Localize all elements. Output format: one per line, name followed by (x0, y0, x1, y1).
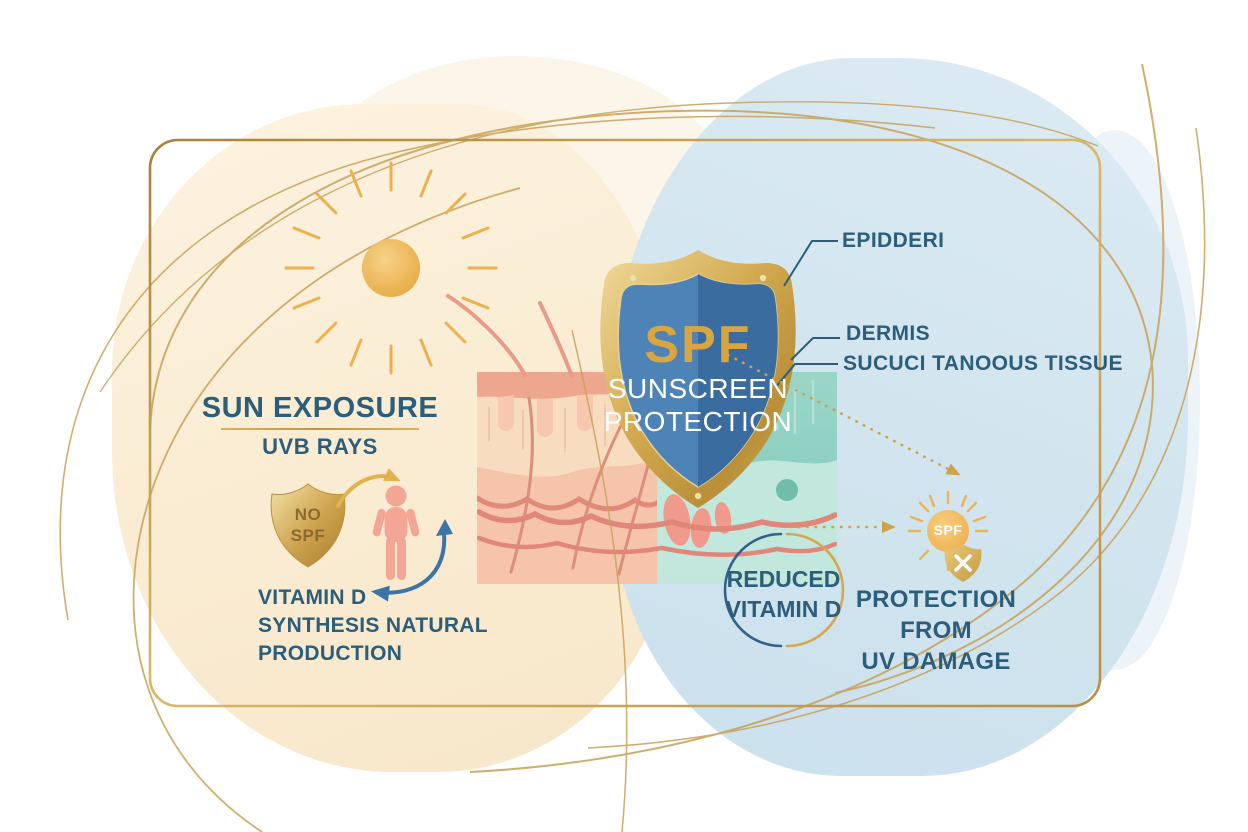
vitamin-d-cycle-label: VITAMIN D SYNTHESIS NATURAL PRODUCTION (258, 584, 588, 668)
protection-from-uv-label: PROTECTION FROM UV DAMAGE (824, 584, 1048, 677)
spf-shield-text: SPF SUNSCREEN PROTECTION (597, 318, 799, 438)
shield-protection-line: PROTECTION (603, 406, 793, 437)
uvb-rays-label: UVB RAYS (262, 434, 378, 459)
cycle-line2: SYNTHESIS NATURAL PRODUCTION (258, 614, 488, 665)
sun-exposure-title: SUN EXPOSURE (201, 392, 439, 424)
protection-line2: UV DAMAGE (861, 648, 1011, 675)
label-dermis: DERMIS (846, 322, 931, 345)
shield-spf-title: SPF (644, 316, 752, 374)
spf-badge-label: SPF (933, 522, 963, 538)
gold-divider (221, 428, 419, 430)
no-spf-label: NO SPF (282, 504, 334, 546)
no-spf-line1: NO (294, 505, 322, 524)
no-spf-line2: SPF (290, 526, 326, 545)
label-epidermis: EPIDDERI (842, 229, 945, 252)
shield-sunscreen-line: SUNSCREEN (607, 373, 789, 404)
protection-line1: PROTECTION FROM (855, 586, 1017, 644)
label-subcutaneous-tissue: SUCUCI TANOOUS TISSUE (843, 352, 1123, 375)
sun-exposure-block: SUN EXPOSURE UVB RAYS (188, 392, 452, 459)
cycle-line1: VITAMIN D (258, 586, 367, 609)
